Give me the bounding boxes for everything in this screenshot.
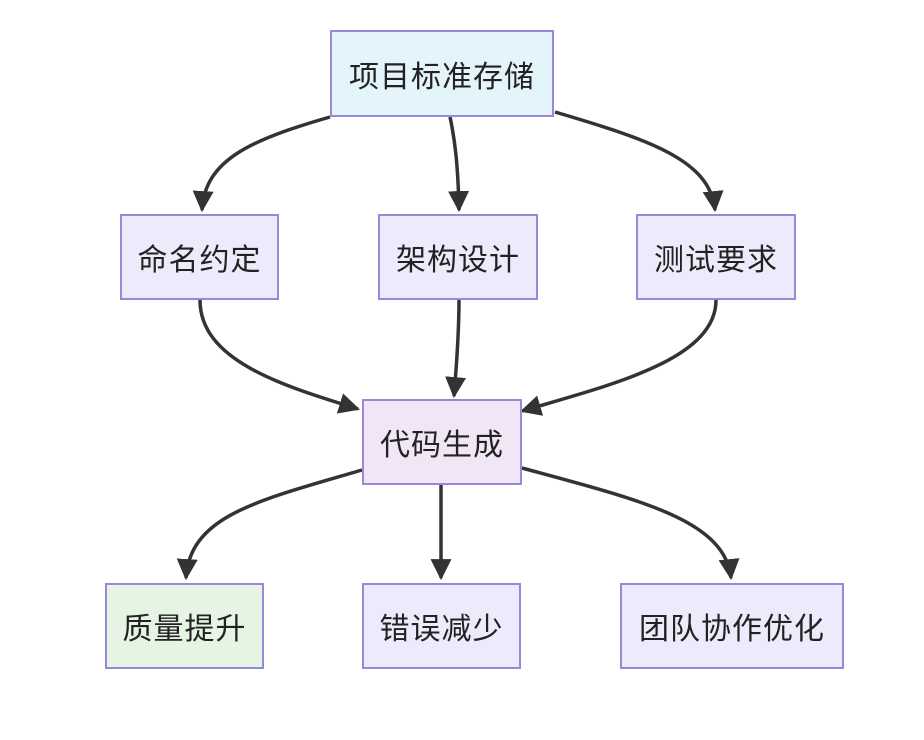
edge-testing-codegen xyxy=(519,299,718,416)
edge-root-arch xyxy=(448,116,470,213)
edge-root-testing xyxy=(554,110,724,213)
edge-naming-codegen xyxy=(198,299,361,414)
node-code-generation: 代码生成 xyxy=(362,399,522,485)
edge-root-naming xyxy=(192,115,331,213)
node-error-reduction: 错误减少 xyxy=(362,583,521,669)
edge-arch-codegen xyxy=(445,299,467,399)
node-testing-requirements: 测试要求 xyxy=(636,214,796,300)
node-team-collaboration: 团队协作优化 xyxy=(620,583,844,669)
node-quality-improvement: 质量提升 xyxy=(105,583,264,669)
edge-codegen-quality xyxy=(176,468,363,581)
node-naming-conventions: 命名约定 xyxy=(120,214,279,300)
node-architecture-design: 架构设计 xyxy=(378,214,538,300)
node-project-standards-storage: 项目标准存储 xyxy=(330,30,554,117)
edge-codegen-teamwork xyxy=(521,466,740,581)
